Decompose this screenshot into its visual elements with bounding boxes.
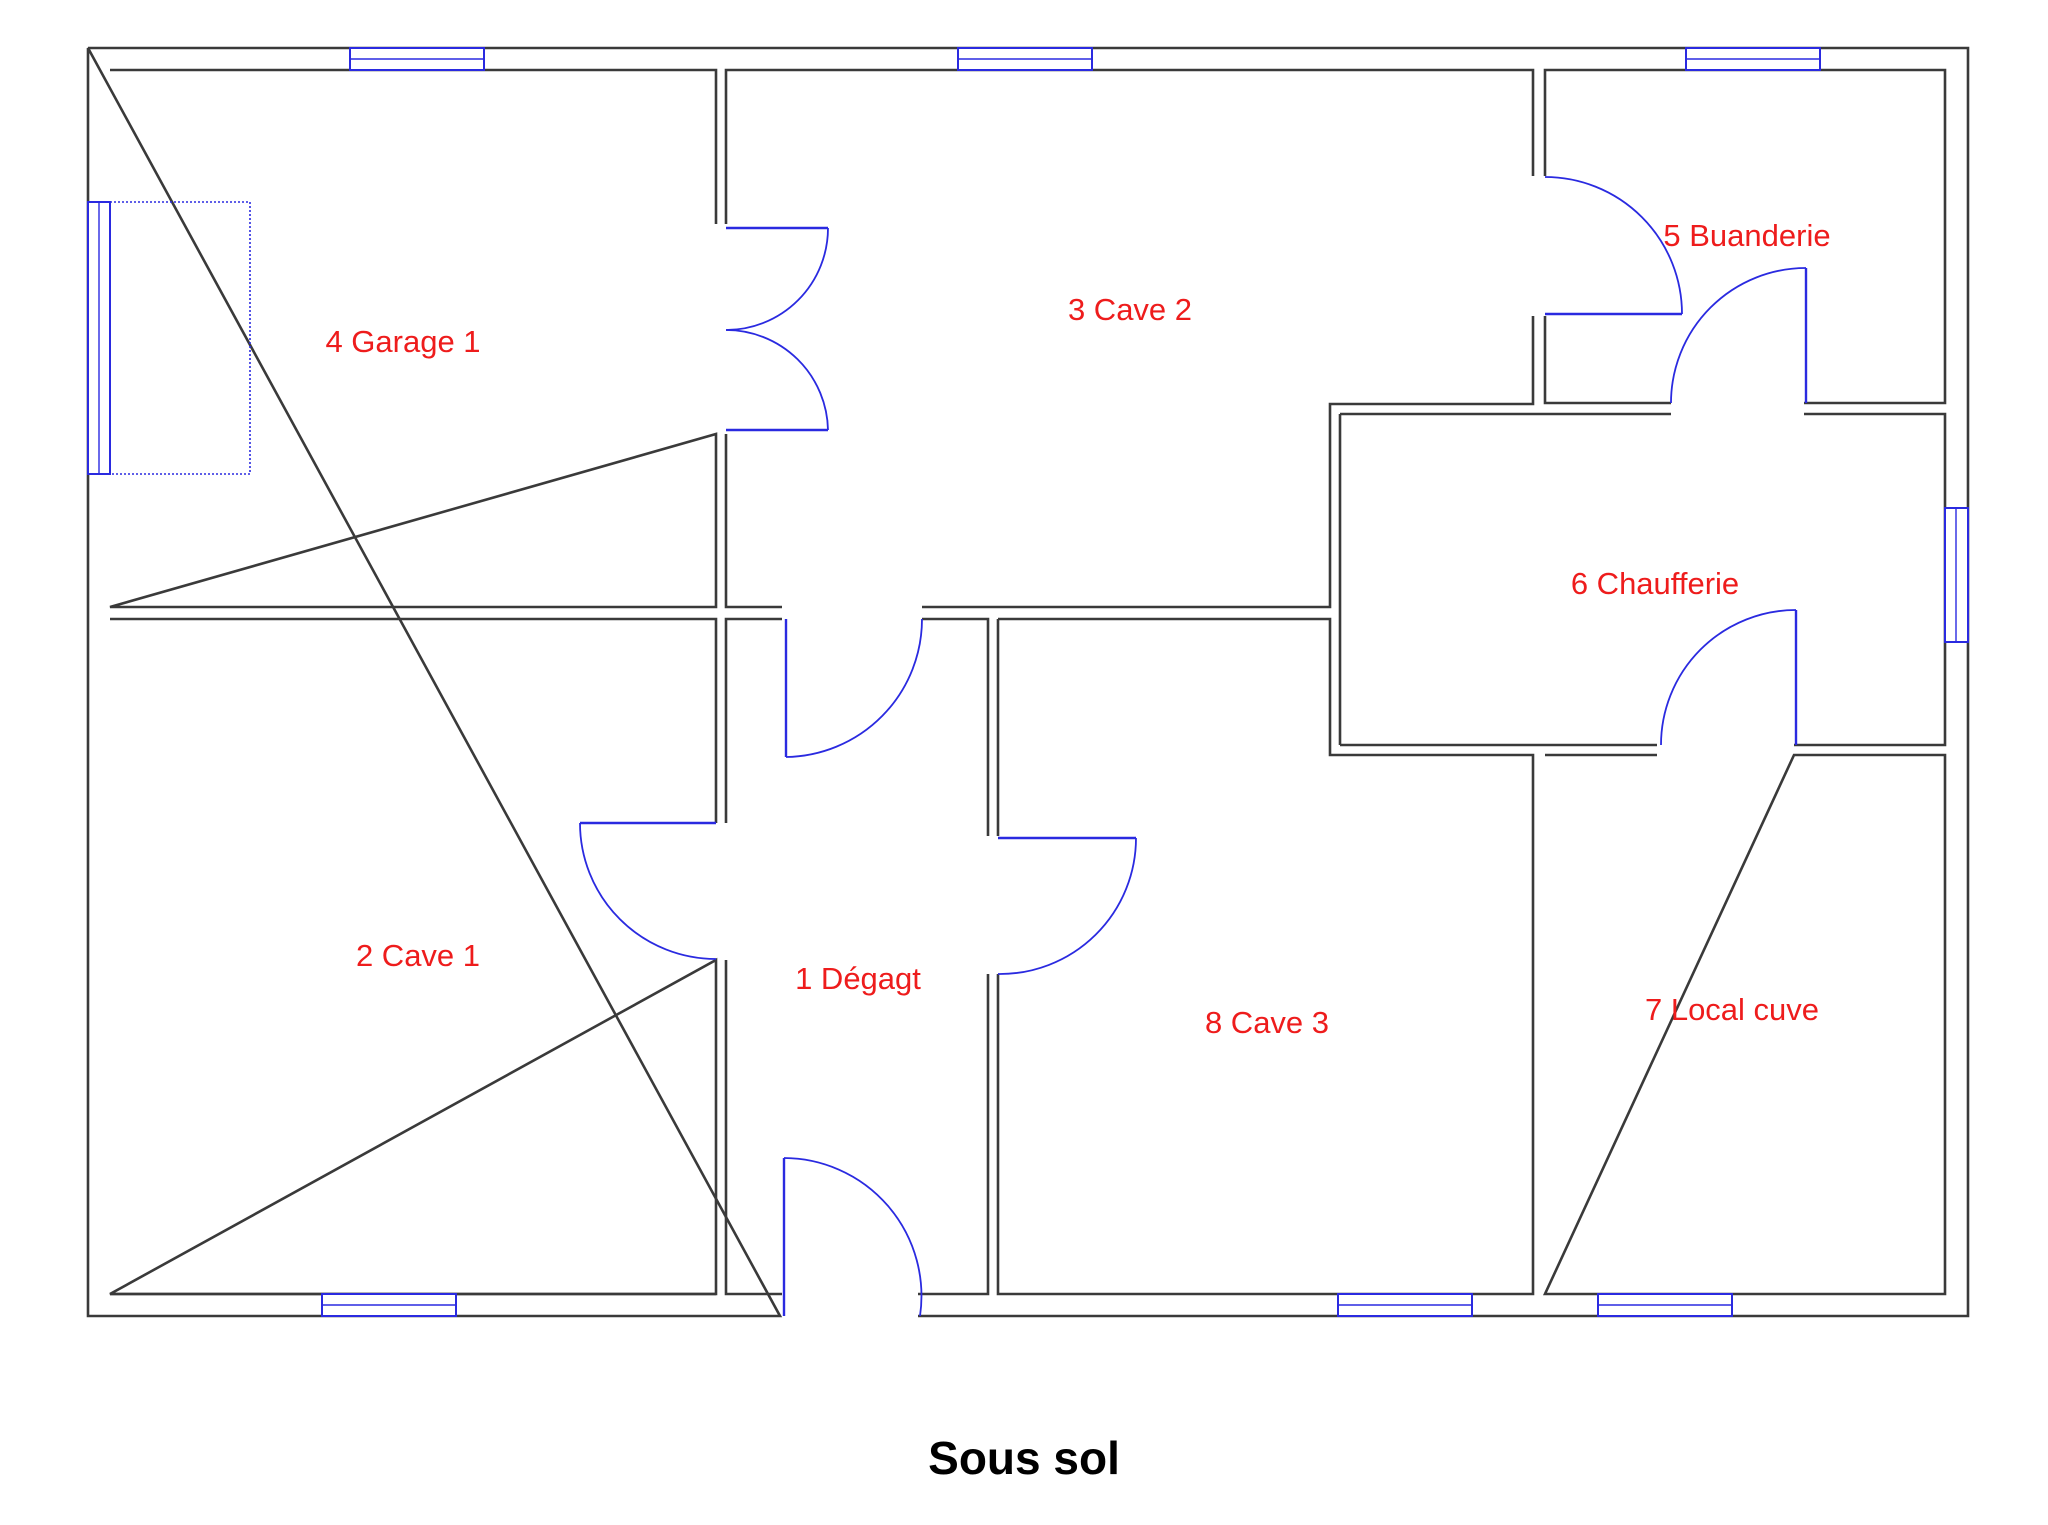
garage-door-west — [87, 201, 251, 475]
window-cave2-north — [957, 47, 1093, 71]
room-label-buanderie: 5 Buanderie — [1663, 218, 1830, 253]
cave2-inner-wall — [724, 68, 1535, 609]
door-chaufferie-local-cuve — [1660, 609, 1798, 746]
door-degagement-cave1 — [579, 821, 717, 960]
door-buanderie-chaufferie — [1670, 267, 1808, 404]
door-degagement-cave3 — [997, 836, 1137, 975]
door-cave2-buanderie — [1544, 176, 1683, 316]
room-label-cave-1: 2 Cave 1 — [356, 938, 480, 973]
garage-inner-wall — [109, 68, 718, 609]
window-buanderie-north — [1685, 47, 1821, 71]
garage-door-swing-area — [109, 201, 251, 475]
window-local-cuve-south — [1597, 1293, 1733, 1317]
door-degagement-cave2 — [784, 618, 923, 758]
room-label-cave-3: 8 Cave 3 — [1205, 1005, 1329, 1040]
room-label-garage-1: 4 Garage 1 — [325, 324, 480, 359]
local-cuve-inner-wall — [1542, 753, 1947, 1296]
plan-title: Sous sol — [928, 1432, 1120, 1484]
room-label-local-cuve: 7 Local cuve — [1645, 992, 1819, 1027]
room-label-cave-2: 3 Cave 2 — [1068, 292, 1192, 327]
degagement-inner-wall — [724, 617, 990, 1296]
room-label-chaufferie: 6 Chaufferie — [1571, 566, 1739, 601]
window-cave3-south — [1337, 1293, 1473, 1317]
doors — [579, 176, 1808, 1317]
room-label-degagement: 1 Dégagt — [795, 961, 921, 996]
cave3-inner-wall — [996, 617, 1535, 1296]
window-chaufferie-east — [1944, 507, 1969, 643]
buanderie-inner-wall — [1543, 68, 1947, 405]
window-garage-north — [349, 47, 485, 71]
windows — [87, 47, 1969, 1317]
door-garage-cave2 — [725, 226, 829, 432]
window-cave1-south — [321, 1293, 457, 1317]
door-entrance — [782, 1157, 923, 1317]
room-labels: 4 Garage 1 3 Cave 2 5 Buanderie 6 Chauff… — [325, 218, 1830, 1040]
